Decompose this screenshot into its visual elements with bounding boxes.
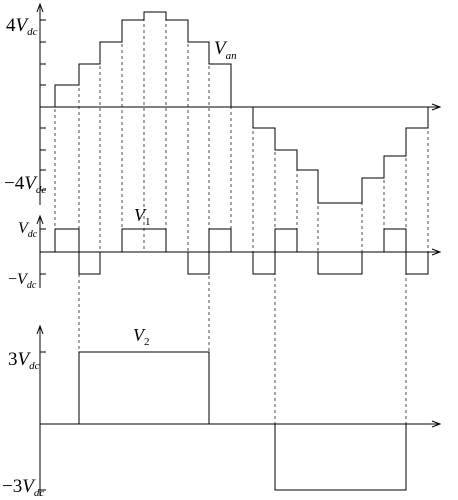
van-bottom-label: −4Vdc: [4, 173, 46, 196]
v1-waveform: [54, 228, 429, 275]
v1-top-label: Vdc: [18, 220, 38, 240]
van-wave-label: Van: [214, 38, 237, 62]
van-y-ticks: [40, 19, 46, 191]
van-x-axis-arrow: [431, 103, 442, 111]
plot-v1: Vdc −Vdc V1: [8, 205, 442, 291]
v1-y-axis-arrow: [36, 214, 44, 225]
v2-x-axis-arrow: [431, 420, 442, 428]
alignment-guides: [54, 12, 429, 424]
v2-bottom-label: −3Vdc: [2, 476, 44, 499]
plot-van: 4Vdc −4Vdc Van: [4, 2, 442, 205]
van-top-label: 4Vdc: [6, 15, 38, 38]
v1-wave-label: V1: [134, 205, 151, 228]
v2-wave-label: V2: [133, 325, 150, 348]
v2-y-axis-arrow: [36, 324, 44, 335]
v2-top-label: 3Vdc: [8, 349, 40, 372]
v1-x-axis-arrow: [431, 248, 442, 256]
v1-bottom-label: −Vdc: [8, 271, 37, 291]
v2-waveform: [78, 351, 407, 491]
plot-v2: 3Vdc −3Vdc V2: [2, 324, 442, 499]
van-y-axis-arrow: [36, 2, 44, 13]
